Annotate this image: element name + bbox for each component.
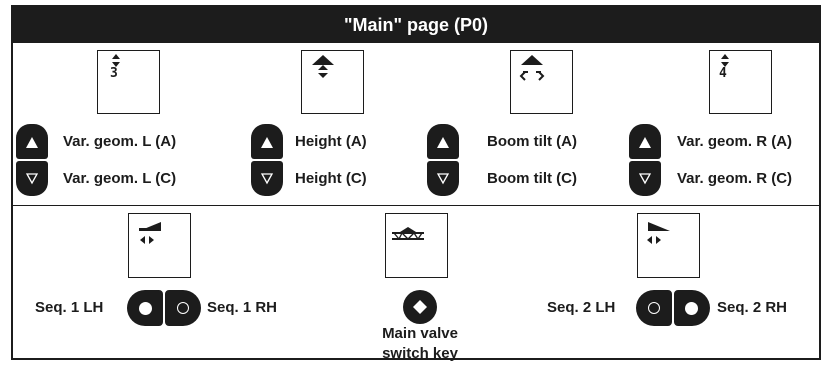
triangle-down-outline-icon xyxy=(638,173,652,185)
label-var-geom-left-a: Var. geom. L (A) xyxy=(63,133,177,150)
label-seq2-rh: Seq. 2 RH xyxy=(717,299,788,316)
key-pair-var-geom-left xyxy=(16,124,48,196)
main-page-panel: "Main" page (P0) 3 4 xyxy=(11,5,821,362)
boom-tilt-icon xyxy=(519,55,545,81)
main-valve-switch-key[interactable] xyxy=(403,290,437,324)
main-valve-label: Main valve switch key xyxy=(360,324,480,364)
label-seq1-lh: Seq. 1 LH xyxy=(35,299,104,316)
main-valve-label-line1: Main valve xyxy=(382,325,458,342)
double-arrow-icon xyxy=(721,54,729,67)
seq1-lh-key[interactable] xyxy=(127,290,163,326)
key-pair-var-geom-right xyxy=(629,124,661,196)
var-geom-left-up-key[interactable] xyxy=(16,124,48,159)
empty-circle-icon xyxy=(177,302,189,314)
boom-tilt-down-key[interactable] xyxy=(427,161,459,196)
triangle-up-icon xyxy=(437,137,449,148)
var-geom-right-up-key[interactable] xyxy=(629,124,661,159)
label-height-a: Height (A) xyxy=(295,133,367,150)
var-geom-left-down-key[interactable] xyxy=(16,161,48,196)
screen-height xyxy=(301,50,364,114)
label-seq1-rh: Seq. 1 RH xyxy=(207,299,278,316)
triangle-up-icon xyxy=(261,137,273,148)
triangle-down-outline-icon xyxy=(436,173,450,185)
filled-circle-icon xyxy=(685,302,698,315)
height-icon xyxy=(312,55,334,78)
screen-seq2 xyxy=(637,213,700,278)
label-seq2-lh: Seq. 2 LH xyxy=(547,299,616,316)
diamond-icon xyxy=(413,300,427,314)
double-arrow-icon xyxy=(112,54,120,67)
screen-main-valve xyxy=(385,213,448,278)
label-boom-tilt-a: Boom tilt (A) xyxy=(487,133,577,150)
triangle-down-outline-icon xyxy=(260,173,274,185)
seq1-rh-key[interactable] xyxy=(165,290,201,326)
label-boom-tilt-c: Boom tilt (C) xyxy=(487,170,577,187)
main-valve-label-line2: switch key xyxy=(382,345,458,362)
empty-circle-icon xyxy=(648,302,660,314)
screen-boom-tilt xyxy=(510,50,573,114)
triangle-up-icon xyxy=(639,137,651,148)
section-divider xyxy=(13,205,819,206)
triangle-up-icon xyxy=(26,137,38,148)
screen-var-geom-right: 4 xyxy=(709,50,772,114)
key-pair-boom-tilt xyxy=(427,124,459,196)
section-right-icon xyxy=(647,222,670,244)
label-height-c: Height (C) xyxy=(295,170,367,187)
boom-icon xyxy=(392,227,424,240)
height-down-key[interactable] xyxy=(251,161,283,196)
height-up-key[interactable] xyxy=(251,124,283,159)
screen-seq1 xyxy=(128,213,191,278)
key-pair-height xyxy=(251,124,283,196)
screen-digit: 4 xyxy=(719,66,727,81)
seq2-rh-key[interactable] xyxy=(674,290,710,326)
filled-circle-icon xyxy=(139,302,152,315)
seq2-switch xyxy=(636,290,710,326)
label-var-geom-left-c: Var. geom. L (C) xyxy=(63,170,177,187)
triangle-down-outline-icon xyxy=(25,173,39,185)
screen-var-geom-left: 3 xyxy=(97,50,160,114)
section-left-icon xyxy=(139,222,161,244)
seq2-lh-key[interactable] xyxy=(636,290,672,326)
var-geom-right-down-key[interactable] xyxy=(629,161,661,196)
seq1-switch xyxy=(127,290,201,326)
label-var-geom-right-c: Var. geom. R (C) xyxy=(677,170,793,187)
label-var-geom-right-a: Var. geom. R (A) xyxy=(677,133,793,150)
boom-tilt-up-key[interactable] xyxy=(427,124,459,159)
screen-digit: 3 xyxy=(110,66,118,81)
page-title: "Main" page (P0) xyxy=(13,7,819,43)
